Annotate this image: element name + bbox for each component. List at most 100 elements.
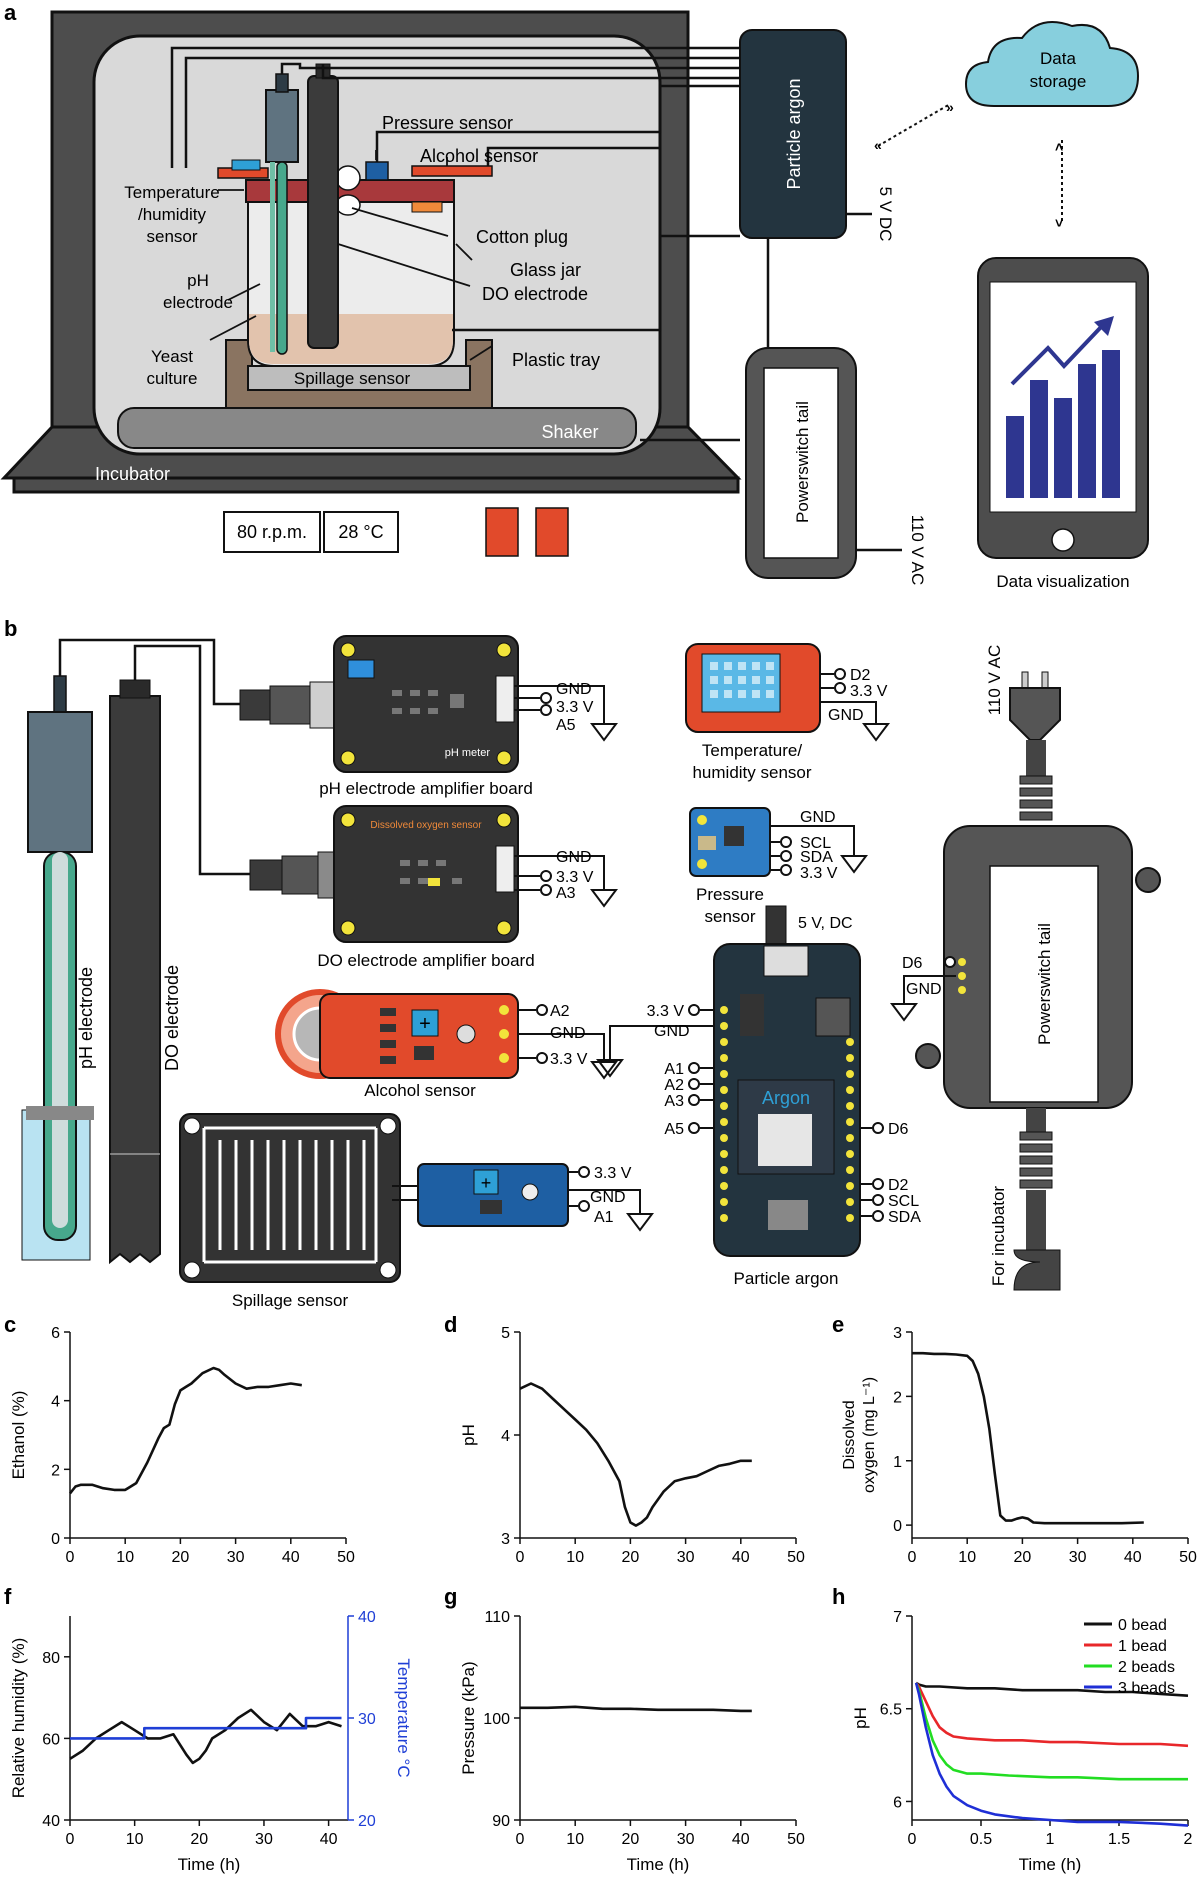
- argon-pin-d2: D2: [888, 1177, 909, 1194]
- y2-tick-label: 20: [358, 1813, 376, 1830]
- temp-humidity-chip: [231, 159, 261, 171]
- argon-pin-headers: [720, 1006, 854, 1222]
- y-tick-label: 6.5: [880, 1702, 902, 1719]
- x-tick-label: 30: [255, 1831, 273, 1848]
- label-110v-ac: 110 V AC: [908, 515, 927, 586]
- series-line-0: [68, 1366, 302, 1495]
- cotton-plug-top: [335, 165, 361, 191]
- y-axis-label: Pressure (kPa): [459, 1661, 478, 1774]
- spillage-led: [521, 1183, 539, 1201]
- y2-axis-label: Temperature °C: [394, 1658, 413, 1777]
- legend-label: 2 beads: [1118, 1659, 1175, 1676]
- x-tick-label: 30: [677, 1549, 695, 1566]
- lower-cord-2: [1026, 1190, 1046, 1250]
- x-tick-label: 50: [337, 1549, 355, 1566]
- particle-argon-label: Particle argon: [784, 78, 804, 189]
- callout-lines: [209, 150, 493, 361]
- incubator-label: Incubator: [95, 464, 170, 484]
- power-button-2[interactable]: [535, 507, 569, 557]
- argon-usb-port: [763, 945, 809, 977]
- x-tick-label: 10: [958, 1549, 976, 1566]
- x-tick-label: 2: [1184, 1831, 1193, 1848]
- shaker-label: Shaker: [541, 422, 598, 442]
- ph-meter-text: pH meter: [445, 747, 491, 759]
- argon-antenna: [768, 1200, 808, 1230]
- dht-pin-33v: 3.3 V: [850, 683, 888, 700]
- do-electrode-b: [109, 695, 161, 1265]
- ph-board-pot: [347, 659, 375, 679]
- argon-pin-sda: SDA: [888, 1209, 921, 1226]
- x-tick-label: 30: [677, 1831, 695, 1848]
- signal-icon-left: «: [874, 137, 882, 153]
- label-5v-dc: 5 V DC: [876, 187, 895, 242]
- power-button-1[interactable]: [485, 507, 519, 557]
- argon-pin-scl: SCL: [888, 1193, 919, 1210]
- x-tick-label: 10: [566, 1549, 584, 1566]
- y-tick-label: 3: [501, 1531, 510, 1548]
- x-tick-label: 0: [516, 1831, 525, 1848]
- panel-letter-h: h: [832, 1584, 845, 1609]
- do-amplifier-board: [333, 805, 519, 943]
- x-tick-label: 20: [1014, 1549, 1032, 1566]
- socket-head: [1013, 1249, 1061, 1291]
- argon-chip: [740, 994, 764, 1036]
- chamber-wiring: [170, 46, 770, 442]
- do-board-label: DO electrode amplifier board: [317, 951, 534, 970]
- particle-argon-box: [739, 29, 847, 239]
- y-axis-label: pH: [851, 1707, 870, 1729]
- yeast-culture: [249, 314, 453, 364]
- dht-grille-holes: [710, 662, 774, 698]
- series-line-0: [519, 1382, 752, 1527]
- y-tick-label: 2: [893, 1389, 902, 1406]
- series-line-0: [912, 1351, 1144, 1525]
- dht-pin-gnd: GND: [828, 707, 864, 724]
- powerswitch-label: Powerswitch tail: [793, 401, 812, 523]
- lower-strain-relief: [1019, 1131, 1053, 1189]
- panel-letter-c: c: [4, 1312, 16, 1337]
- spillage-hole-2: [379, 1117, 397, 1135]
- pressure-sensor: [365, 161, 389, 181]
- pressure-hole-2: [697, 859, 707, 869]
- label-yeast-line2: culture: [146, 369, 197, 388]
- x-tick-label: 40: [732, 1549, 750, 1566]
- y2-tick-label: 30: [358, 1711, 376, 1728]
- pressure-pin-33v: 3.3 V: [800, 865, 838, 882]
- panel-letter-a: a: [4, 0, 17, 25]
- alcohol-sensor-label: Alcohol sensor: [364, 1081, 476, 1100]
- ph-board-hole-1: [340, 642, 356, 658]
- signal-icon-right: »: [946, 99, 954, 115]
- x-tick-label: 0: [66, 1549, 75, 1566]
- spillage-pins: [568, 1166, 654, 1232]
- ph-board-label: pH electrode amplifier board: [319, 779, 533, 798]
- spillage-pin-gnd: GND: [590, 1189, 626, 1206]
- label-do-electrode: DO electrode: [482, 284, 588, 304]
- y-tick-label: 80: [42, 1650, 60, 1667]
- do-board-hole-3: [340, 920, 356, 936]
- y-tick-label: 90: [492, 1813, 510, 1830]
- pressure-pin-sda: SDA: [800, 849, 833, 866]
- alcohol-pin-dot-1: [499, 1005, 509, 1015]
- phone-home-button[interactable]: [1051, 528, 1075, 552]
- label-temp-line1: Temperature: [124, 183, 219, 202]
- argon-pin-a5: A5: [664, 1121, 684, 1138]
- x-tick-label: 50: [787, 1549, 805, 1566]
- argon-5v-label: 5 V, DC: [798, 915, 853, 932]
- spillage-pin-a1: A1: [594, 1209, 614, 1226]
- x-tick-label: 0: [908, 1549, 917, 1566]
- label-ph-line1: pH: [187, 271, 209, 290]
- y-axis-label: pH: [459, 1424, 478, 1446]
- argon-battery-connector: [815, 997, 851, 1037]
- spillage-sensor-label: Spillage sensor: [294, 369, 411, 388]
- legend-label: 0 bead: [1118, 1617, 1167, 1634]
- label-temp-line2: /humidity: [138, 205, 207, 224]
- x-tick-label: 50: [787, 1831, 805, 1848]
- x-tick-label: 10: [566, 1831, 584, 1848]
- label-alcohol-sensor: Alcohol sensor: [420, 146, 538, 166]
- series-line-0: [520, 1705, 752, 1713]
- lower-cord: [1026, 1108, 1046, 1132]
- argon-pin-d6: D6: [888, 1121, 909, 1138]
- x-tick-label: 40: [320, 1831, 338, 1848]
- x-axis-label: Time (h): [178, 1855, 241, 1874]
